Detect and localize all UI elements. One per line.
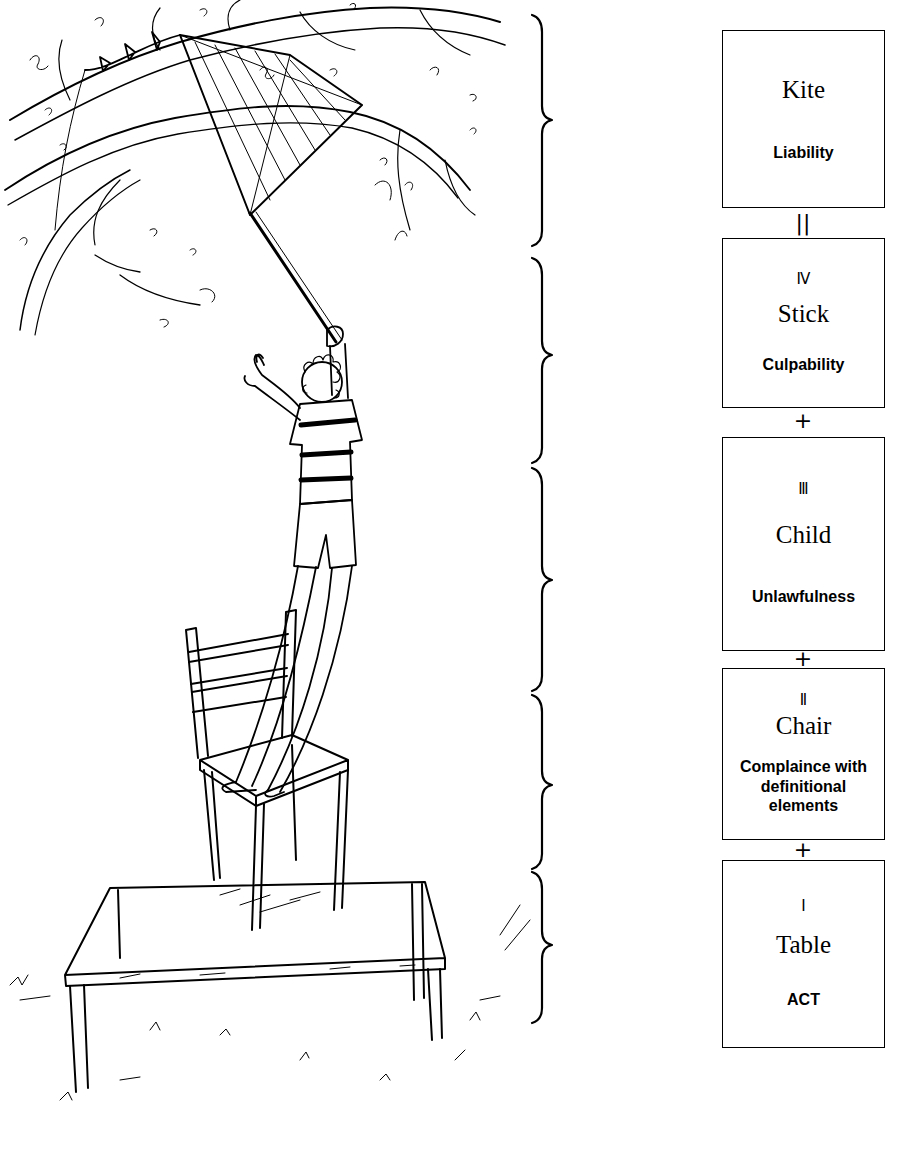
operator-symbol: || (796, 212, 811, 234)
stick (250, 213, 336, 342)
roman-numeral: Ⅲ (798, 482, 808, 497)
tree-branch (20, 170, 130, 330)
object-name: Stick (778, 300, 829, 328)
roman-numeral: Ⅱ (800, 693, 807, 708)
concept-label: Culpability (763, 355, 845, 374)
concept-label: Unlawfulness (752, 587, 855, 606)
child-arm (244, 355, 300, 420)
leaf-scribble (20, 3, 476, 255)
concept-box: KiteLiability (722, 30, 885, 208)
roman-numeral: Ⅳ (797, 272, 811, 287)
kite-hatching (180, 35, 362, 215)
grass (10, 905, 530, 1100)
tree-branch (8, 123, 458, 205)
object-name: Child (776, 521, 832, 549)
child-shorts (294, 500, 356, 568)
chair-leg (204, 745, 348, 930)
chair-shadow (220, 889, 320, 912)
tree-branch (35, 180, 140, 335)
concept-box: Ⅲ ChildUnlawfulness (722, 437, 885, 651)
table-leg (70, 884, 442, 1092)
leaf-scribble (160, 181, 407, 327)
object-name: Kite (782, 76, 825, 104)
curly-brace (532, 468, 552, 691)
curly-brace (532, 695, 552, 869)
kite-tail (85, 32, 180, 71)
operator-symbol: + (794, 410, 812, 432)
stick (256, 212, 342, 340)
operator-symbol: + (794, 839, 812, 861)
chair-seat (200, 735, 348, 806)
tree-branch (5, 106, 470, 190)
concept-box: Ⅱ ChairComplaince with definitional eleme… (722, 668, 885, 840)
child-hand (327, 327, 343, 347)
concept-box: Ⅳ StickCulpability (722, 238, 885, 408)
tree-branch (95, 255, 200, 305)
concept-label: Complaince with definitional elements (731, 757, 876, 815)
chair-rail (189, 634, 288, 712)
child-shirt (290, 400, 362, 504)
concept-label: Liability (773, 143, 833, 162)
concept-label: ACT (787, 990, 820, 1009)
kite-string (55, 70, 85, 230)
curly-brace (532, 15, 552, 246)
curly-brace (532, 872, 552, 1023)
tree-twig (59, 0, 475, 245)
child-hair (303, 355, 341, 398)
roman-numeral: Ⅰ (801, 899, 805, 914)
chair-back (186, 610, 296, 758)
concept-box: Ⅰ TableACT (722, 860, 885, 1048)
object-name: Chair (776, 712, 832, 740)
table-top (65, 882, 445, 986)
kite (180, 35, 362, 215)
curly-brace (532, 258, 552, 463)
shirt-stripe (301, 420, 355, 480)
object-name: Table (776, 931, 831, 959)
tree-branch (15, 28, 505, 140)
table-grain (120, 965, 415, 978)
operator-symbol: + (794, 648, 812, 670)
